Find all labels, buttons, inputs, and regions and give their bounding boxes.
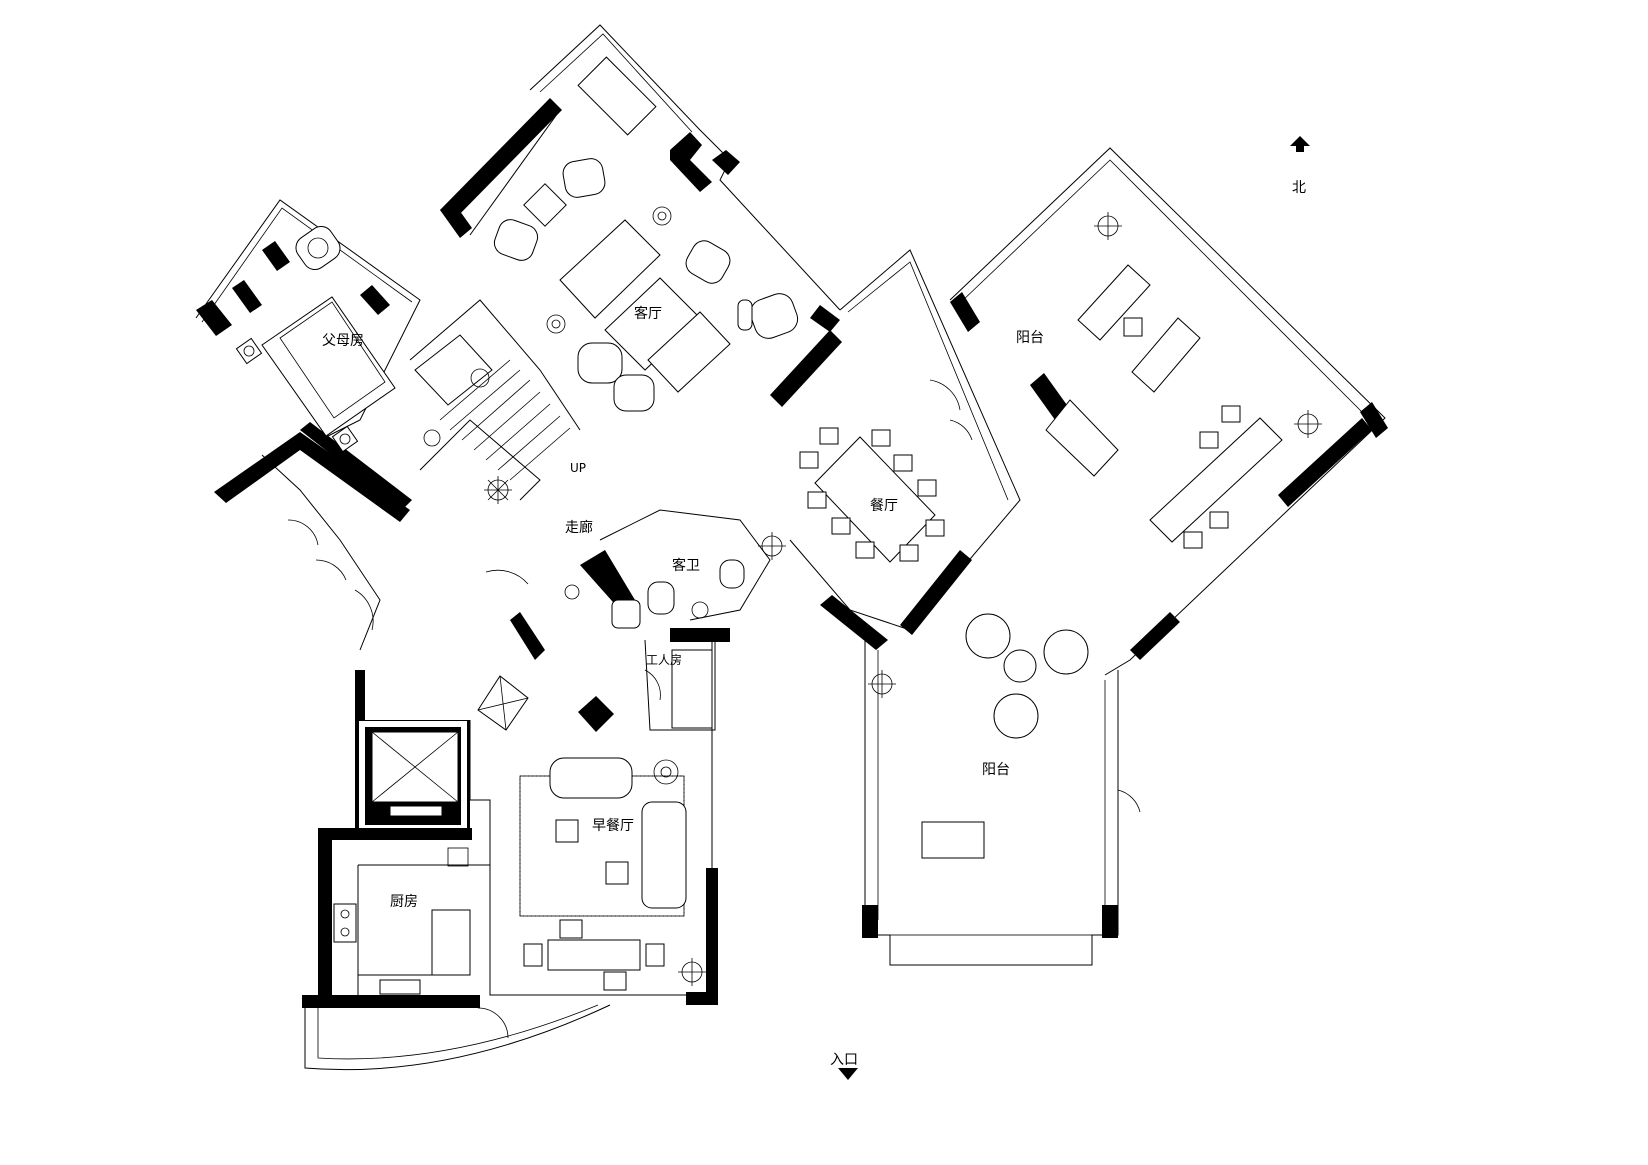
room-label-balcony-upper: 阳台: [1016, 330, 1044, 346]
maid-room: 工人房: [644, 639, 716, 731]
breakfast-room: 早餐厅: [469, 640, 718, 1005]
upper-balcony: 阳台: [949, 147, 1388, 676]
room-label-master-bedroom: 父母房: [322, 333, 364, 349]
room-label-dining-room: 餐厅: [870, 498, 898, 514]
guest-bath: 客卫: [564, 509, 786, 642]
entrance-label: 入口: [830, 1052, 858, 1068]
stair-corridor: UP 走廊: [261, 299, 593, 731]
lower-balcony: 阳台: [862, 613, 1141, 966]
stair-up-label: UP: [570, 461, 586, 475]
room-label-breakfast: 早餐厅: [592, 818, 634, 834]
room-label-living-room: 客厅: [634, 305, 662, 322]
room-label-corridor: 走廊: [565, 519, 593, 536]
room-label-guest-bath: 客卫: [672, 557, 700, 574]
room-label-kitchen: 厨房: [390, 894, 418, 910]
dining-room: 餐厅: [789, 249, 1021, 650]
master-bedroom-wing: 父母房: [195, 199, 421, 522]
living-room: 客厅: [360, 24, 842, 412]
entrance-marker: 入口: [830, 1052, 858, 1080]
room-label-balcony-lower: 阳台: [982, 762, 1010, 778]
north-arrow: 北: [1290, 136, 1310, 196]
north-label: 北: [1292, 180, 1306, 196]
room-label-maid-room: 工人房: [646, 652, 682, 667]
kitchen-elevator: 厨房: [302, 670, 611, 1071]
